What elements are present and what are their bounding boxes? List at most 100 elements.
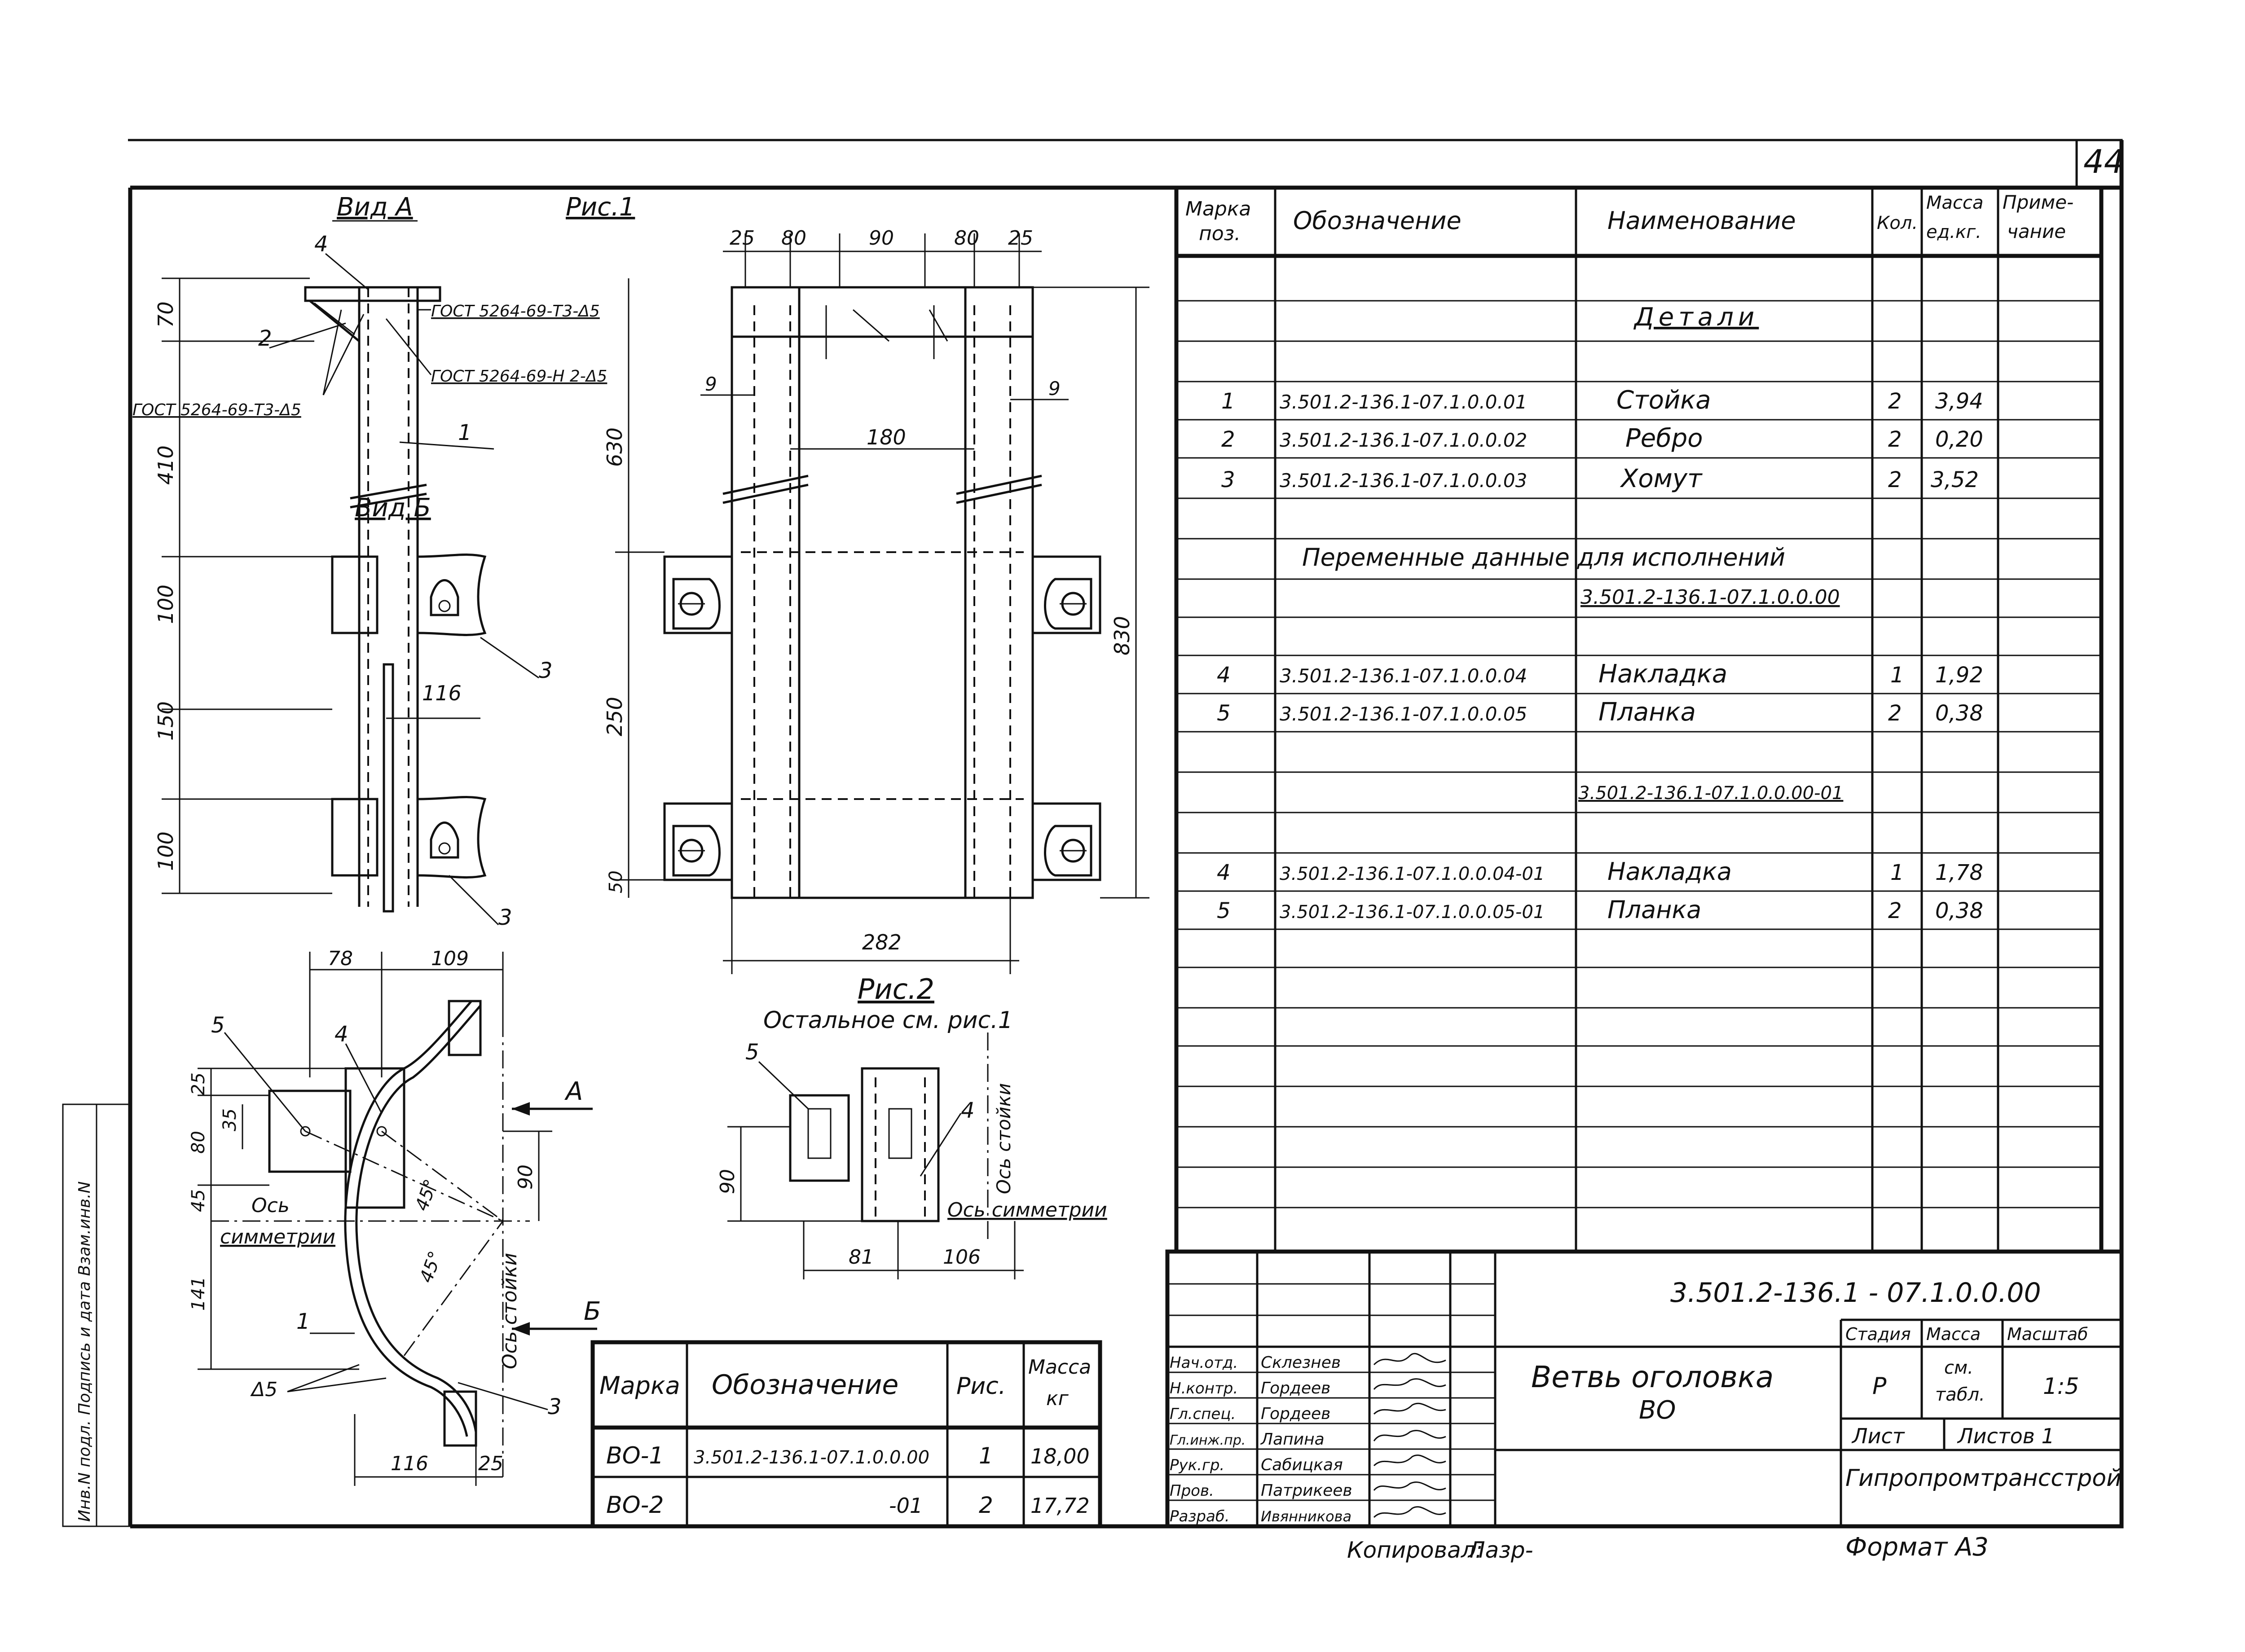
mt-hdr-mass-2: кг xyxy=(1046,1387,1069,1410)
row6-pos: 4 xyxy=(1217,860,1231,885)
angle-45-upper: 45° xyxy=(411,1177,441,1213)
fig2-column-axis: Ось стойки xyxy=(993,1083,1015,1194)
row5-pos: 5 xyxy=(1217,701,1231,726)
column-axis-label: Ось стойки xyxy=(498,1253,521,1369)
hdr-mark-1: Марка xyxy=(1185,198,1251,220)
sec-dim-90: 90 xyxy=(514,1164,537,1190)
row7-pos: 5 xyxy=(1217,898,1231,923)
fig2-dim-90: 90 xyxy=(716,1169,739,1194)
row1-name: Стойка xyxy=(1616,386,1711,415)
row7-name: Планка xyxy=(1607,896,1701,924)
mt-row1-code: 3.501.2-136.1-07.1.0.0.00 xyxy=(694,1447,929,1468)
pos-3-view-a-lower: 3 xyxy=(498,905,512,930)
signature-scribbles xyxy=(1373,1353,1446,1518)
fig1-dim-9-left: 9 xyxy=(705,373,717,395)
doc-code: 3.501.2-136.1 - 07.1.0.0.00 xyxy=(1670,1277,2041,1309)
stage-header: Стадия xyxy=(1845,1324,1911,1344)
row7-qty: 2 xyxy=(1888,898,1902,923)
sheet-label: Лист xyxy=(1851,1424,1905,1448)
symmetry-axis-label-2: симметрии xyxy=(220,1226,335,1248)
sig-name-7: Ивянникова xyxy=(1261,1508,1351,1525)
fig1-dim-80b: 80 xyxy=(954,227,979,250)
fig1-dim-25a: 25 xyxy=(730,227,755,250)
fig2-pos-5: 5 xyxy=(745,1040,759,1065)
dim-116: 116 xyxy=(422,681,462,705)
section-view: 78 109 45° 45° 25 80 35 45 141 90 xyxy=(188,947,601,1486)
row5-qty: 2 xyxy=(1888,701,1902,726)
hdr-mass-2: ед.кг. xyxy=(1926,222,1981,242)
row4-code: 3.501.2-136.1-07.1.0.0.04 xyxy=(1280,665,1527,687)
sig-role-3: Гл.спец. xyxy=(1170,1405,1236,1423)
mark-table: Марка Обозначение Рис. Масса кг ВО-1 3.5… xyxy=(590,1340,1102,1529)
dim-70: 70 xyxy=(154,301,178,328)
sig-name-3: Гордеев xyxy=(1261,1405,1330,1423)
row3-pos: 3 xyxy=(1221,467,1235,492)
dim-100b: 100 xyxy=(154,831,178,871)
row4-mass: 1,92 xyxy=(1935,663,1983,688)
mass-value-1: см. xyxy=(1944,1358,1973,1378)
fig1-dim-25b: 25 xyxy=(1008,227,1033,250)
view-a: Вид А 70 410 100 15 xyxy=(132,193,607,930)
row6-code: 3.501.2-136.1-07.1.0.0.04-01 xyxy=(1280,864,1545,884)
row1-qty: 2 xyxy=(1888,389,1902,414)
fig1-dim-282: 282 xyxy=(862,930,902,954)
view-b-title: Вид Б xyxy=(355,493,431,523)
fig1-dim-630: 630 xyxy=(603,427,627,467)
row6-qty: 1 xyxy=(1890,860,1904,885)
mt-row2-code: -01 xyxy=(889,1494,923,1518)
stage-value: Р xyxy=(1872,1373,1887,1400)
arrow-a-label: А xyxy=(564,1077,583,1106)
sec-dim-116: 116 xyxy=(391,1452,428,1475)
variant2-code: 3.501.2-136.1-07.1.0.0.00-01 xyxy=(1578,783,1843,804)
scale-header: Масштаб xyxy=(2007,1324,2088,1344)
hdr-code: Обозначение xyxy=(1293,206,1461,235)
mass-value-2: табл. xyxy=(1935,1384,1985,1405)
pos-3-view-a-upper: 3 xyxy=(539,658,553,683)
title-line-1: Ветвь оголовка xyxy=(1531,1360,1774,1394)
variant1-code: 3.501.2-136.1-07.1.0.0.00 xyxy=(1580,586,1840,609)
mt-row2-mass: 17,72 xyxy=(1030,1494,1090,1518)
sec-dim-35: 35 xyxy=(220,1108,240,1131)
fig2-symmetry-axis: Ось симметрии xyxy=(947,1199,1107,1221)
hdr-name: Наименование xyxy=(1607,206,1796,235)
fig1-title: Рис.1 xyxy=(566,193,635,222)
sec-dim-45: 45 xyxy=(188,1189,209,1212)
fig2-title: Рис.2 xyxy=(858,973,934,1006)
lug-bottom-right xyxy=(1031,802,1101,881)
hdr-qty: Кол. xyxy=(1877,213,1918,233)
hdr-mark-2: поз. xyxy=(1199,222,1241,245)
hdr-note-2: чание xyxy=(2007,220,2066,242)
fig1-dim-9-right: 9 xyxy=(1048,378,1061,400)
mt-row1-mark: ВО-1 xyxy=(606,1442,664,1469)
hdr-mass-1: Масса xyxy=(1926,193,1984,213)
row3-qty: 2 xyxy=(1888,467,1902,492)
weld-note-3: ГОСТ 5264-69-Т3-Δ5 xyxy=(132,401,301,419)
angle-45-lower: 45° xyxy=(416,1248,446,1285)
sec-dim-78: 78 xyxy=(328,947,353,970)
arrow-b-label: Б xyxy=(584,1297,601,1326)
sec-dim-25: 25 xyxy=(188,1072,209,1095)
row7-mass: 0,38 xyxy=(1935,898,1983,923)
sig-role-1: Нач.отд. xyxy=(1170,1354,1238,1372)
pos-1-view-a: 1 xyxy=(458,420,472,445)
pos-5-section: 5 xyxy=(211,1013,225,1038)
figure-1: Рис.1 xyxy=(566,193,1149,974)
dim-410: 410 xyxy=(154,445,178,485)
fig2-note: Остальное см. рис.1 xyxy=(763,1007,1013,1034)
mt-row2-fig: 2 xyxy=(979,1492,993,1518)
view-a-title: Вид А xyxy=(337,193,413,222)
fig1-dim-830: 830 xyxy=(1110,616,1134,655)
sec-dim-25b: 25 xyxy=(478,1452,503,1475)
row4-qty: 1 xyxy=(1890,663,1904,688)
row3-mass: 3,52 xyxy=(1931,467,1979,492)
fig1-dim-50: 50 xyxy=(606,870,626,893)
row4-name: Накладка xyxy=(1598,659,1727,689)
row2-name: Ребро xyxy=(1625,424,1703,453)
mt-hdr-mass-1: Масса xyxy=(1028,1356,1091,1379)
sec-dim-141: 141 xyxy=(188,1277,209,1311)
weld-note-1: ГОСТ 5264-69-Т3-Δ5 xyxy=(431,302,600,321)
fig1-dim-180: 180 xyxy=(867,425,906,449)
weld-delta5: Δ5 xyxy=(250,1378,277,1401)
row6-mass: 1,78 xyxy=(1935,860,1983,885)
